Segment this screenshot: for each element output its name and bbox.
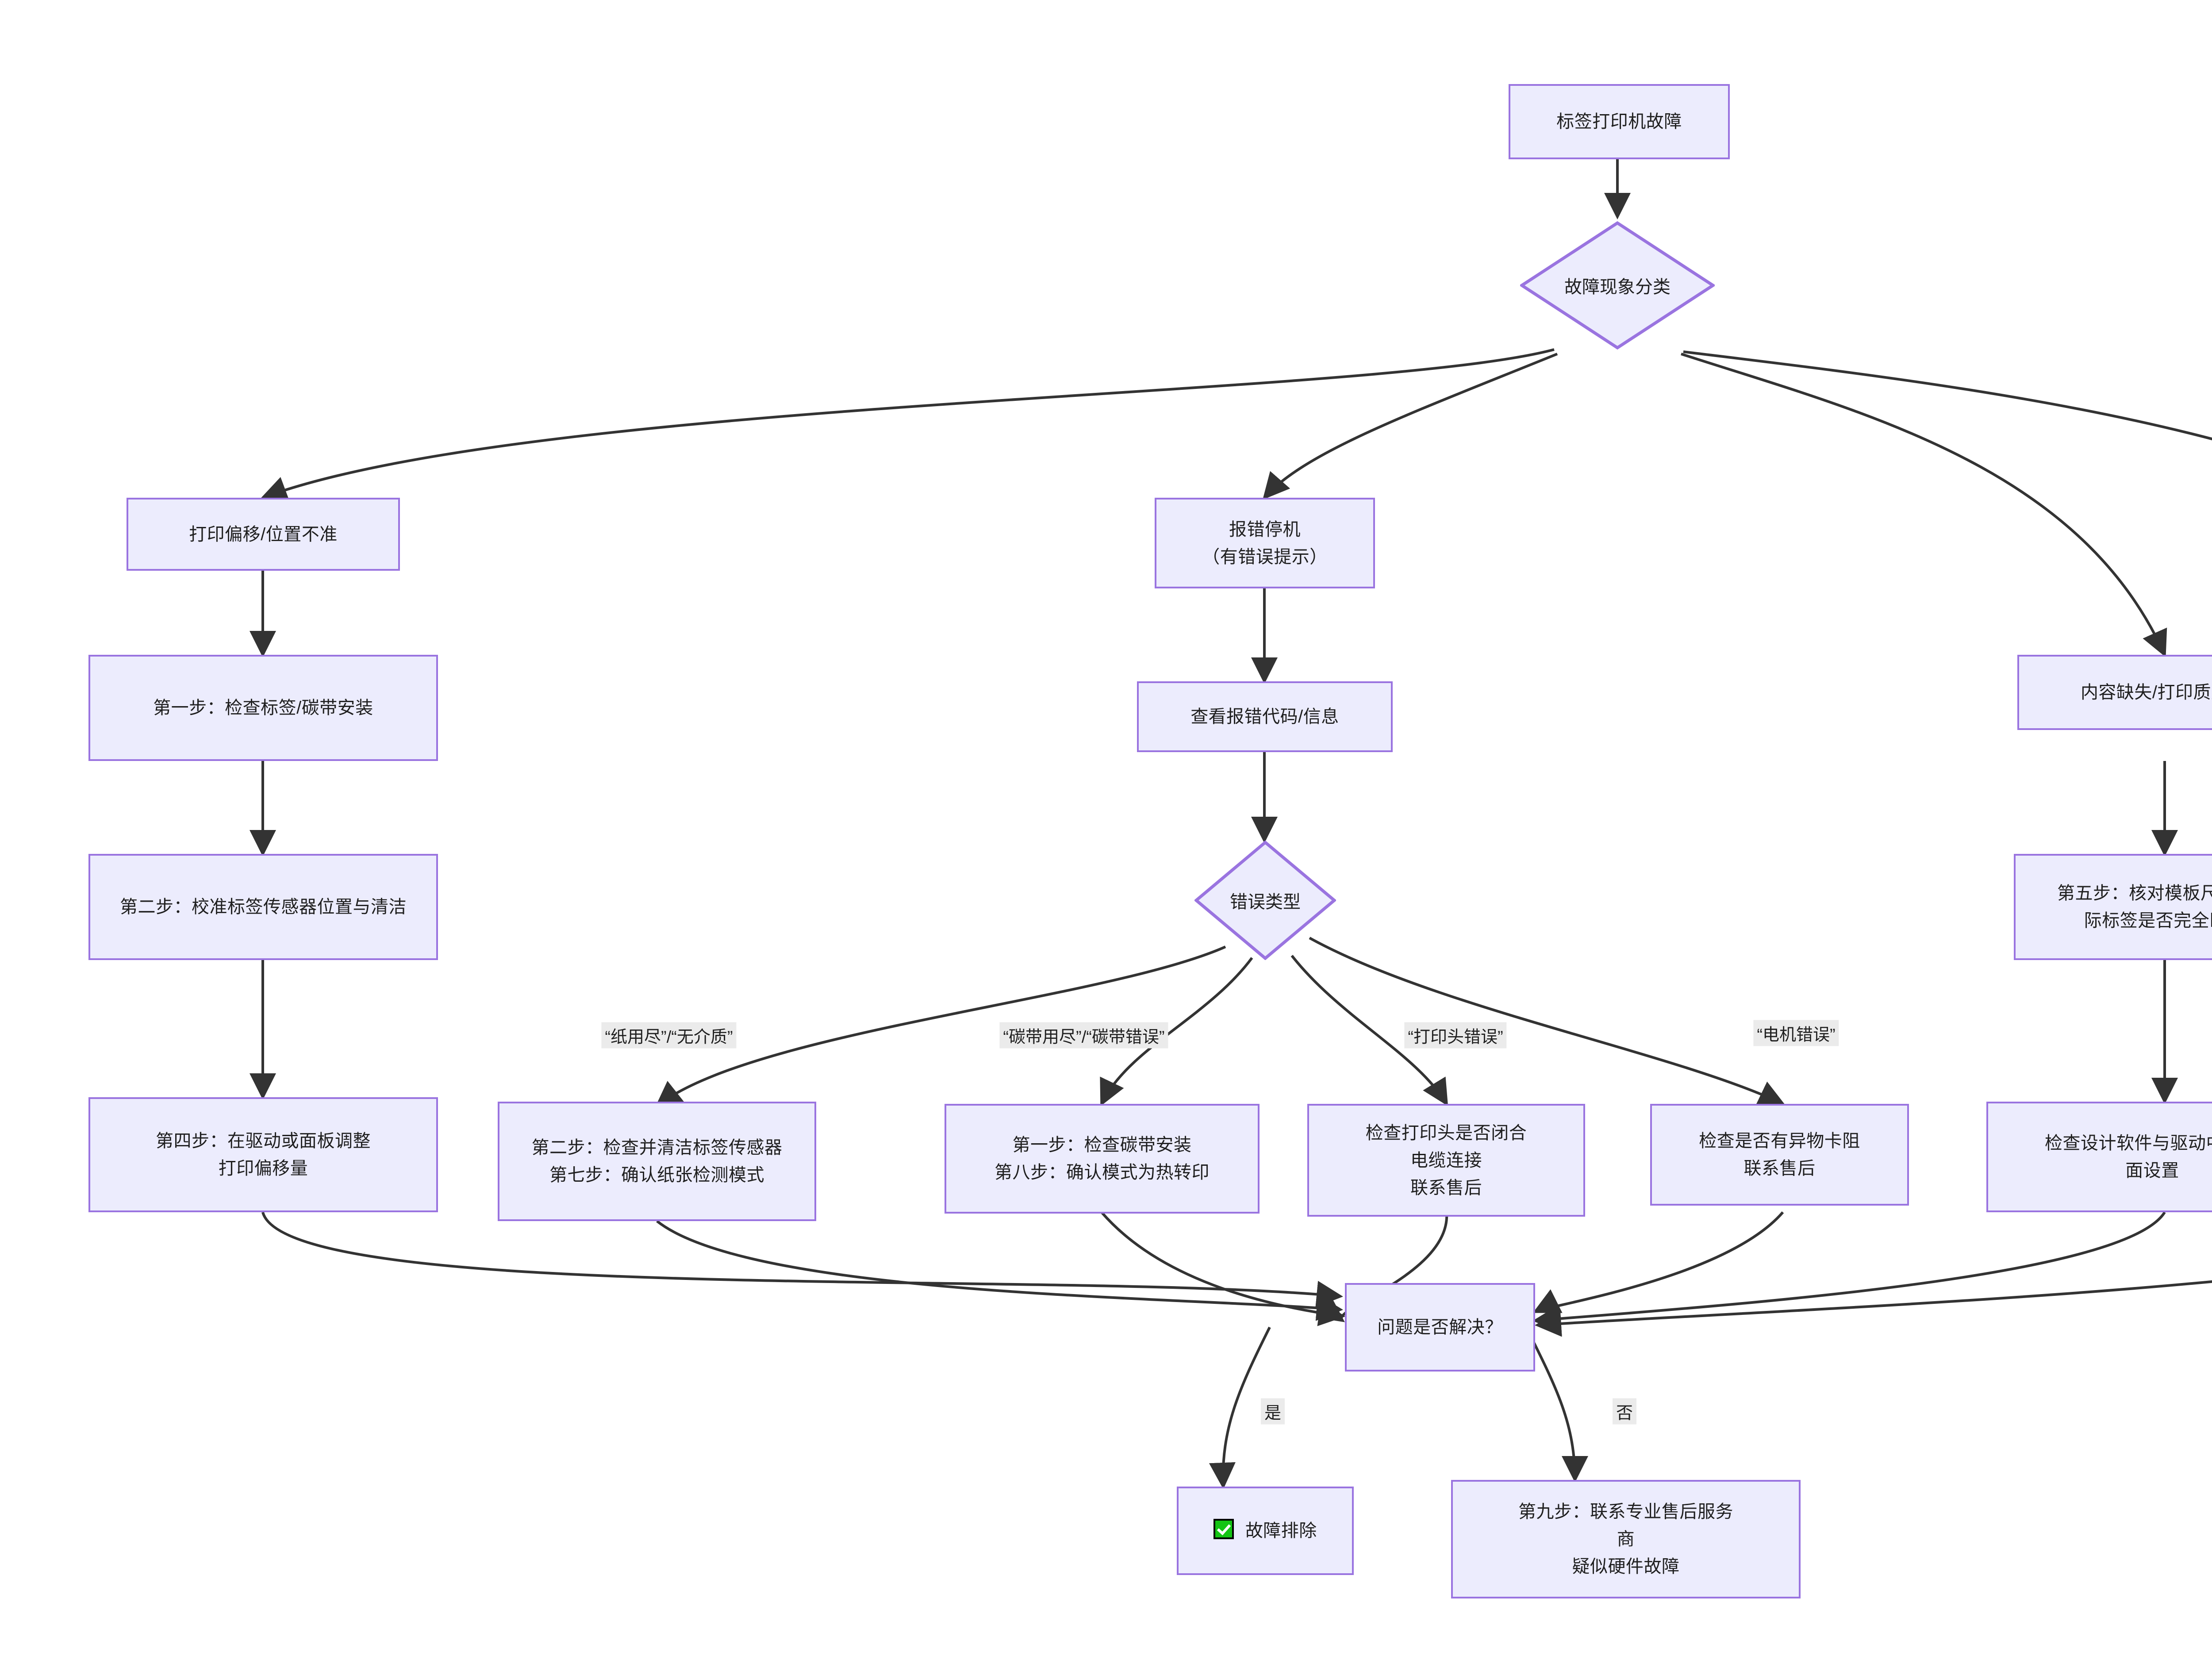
node-head-fix-line1: 检查打印头是否闭合 — [1365, 1123, 1527, 1143]
node-done[interactable]: 故障排除 — [1177, 1487, 1354, 1575]
node-error-type[interactable]: 错误类型 — [1194, 841, 1336, 960]
node-step5-right-line2: 际标签是否完全匹配 — [2084, 911, 2212, 930]
node-motor-fix-line2: 联系售后 — [1743, 1159, 1816, 1178]
node-step9-line1: 第九步：联系专业售后服务 — [1518, 1502, 1733, 1521]
node-branch-error-line2: （有错误提示） — [1202, 547, 1328, 567]
edge-label-printhead-err: “打印头错误” — [1404, 1022, 1507, 1049]
edge-label-yes: 是 — [1260, 1398, 1285, 1425]
node-classify[interactable]: 故障现象分类 — [1520, 221, 1715, 350]
node-head-fix-line2: 电缆连接 — [1410, 1150, 1482, 1170]
node-paper-fix-line2: 第七步：确认纸张检测模式 — [549, 1165, 764, 1185]
node-step9-line2: 商 — [1617, 1529, 1635, 1549]
node-step4-left[interactable]: 第四步：在驱动或面板调整 打印偏移量 — [88, 1097, 438, 1212]
node-ribbon-fix[interactable]: 第一步：检查碳带安装 第八步：确认模式为热转印 — [945, 1104, 1260, 1214]
node-branch-quality-label: 内容缺失/打印质量差 — [2080, 683, 2212, 702]
node-motor-fix-line1: 检查是否有异物卡阻 — [1699, 1131, 1860, 1151]
diamond-shape — [1194, 841, 1336, 960]
diamond-shape — [1520, 221, 1715, 350]
node-check-code-label: 查看报错代码/信息 — [1190, 707, 1339, 726]
node-paper-fix-line1: 第二步：检查并清洁标签传感器 — [531, 1138, 783, 1157]
node-branch-error-line1: 报错停机 — [1229, 519, 1301, 539]
node-page-setup[interactable]: 检查设计软件与驱动中的页 面设置 — [1986, 1102, 2212, 1212]
node-page-setup-line1: 检查设计软件与驱动中的页 — [2045, 1133, 2212, 1153]
node-step1-left[interactable]: 第一步：检查标签/碳带安装 — [88, 655, 438, 761]
node-step4-left-line1: 第四步：在驱动或面板调整 — [156, 1131, 371, 1151]
node-ribbon-fix-line1: 第一步：检查碳带安装 — [1012, 1135, 1192, 1155]
edge-label-ribbon-out: “碳带用尽”/“碳带错误” — [999, 1022, 1168, 1049]
node-resolved[interactable]: 问题是否解决？ — [1345, 1283, 1535, 1372]
edge-label-no: 否 — [1612, 1398, 1637, 1425]
node-motor-fix[interactable]: 检查是否有异物卡阻 联系售后 — [1650, 1104, 1909, 1206]
edge-label-paper-out: “纸用尽”/“无介质” — [601, 1022, 737, 1049]
node-step2-left[interactable]: 第二步：校准标签传感器位置与清洁 — [88, 854, 438, 960]
node-start[interactable]: 标签打印机故障 — [1509, 84, 1730, 159]
node-branch-offset-label: 打印偏移/位置不准 — [189, 524, 338, 544]
node-step1-left-label: 第一步：检查标签/碳带安装 — [153, 698, 373, 718]
node-page-setup-line2: 面设置 — [2125, 1161, 2179, 1180]
node-branch-offset[interactable]: 打印偏移/位置不准 — [127, 498, 400, 571]
node-done-label: 故障排除 — [1245, 1521, 1317, 1541]
node-step4-left-line2: 打印偏移量 — [218, 1159, 308, 1178]
node-done-label-wrap: 故障排除 — [1207, 1517, 1323, 1545]
node-branch-error[interactable]: 报错停机 （有错误提示） — [1155, 498, 1375, 588]
node-step9-line3: 疑似硬件故障 — [1572, 1557, 1680, 1576]
node-head-fix-line3: 联系售后 — [1410, 1178, 1482, 1198]
node-check-code[interactable]: 查看报错代码/信息 — [1137, 681, 1393, 752]
node-branch-quality[interactable]: 内容缺失/打印质量差 — [2017, 655, 2212, 730]
success-check-icon — [1214, 1519, 1234, 1539]
node-paper-fix[interactable]: 第二步：检查并清洁标签传感器 第七步：确认纸张检测模式 — [498, 1102, 816, 1221]
node-start-label: 标签打印机故障 — [1556, 112, 1682, 131]
node-step2-left-label: 第二步：校准标签传感器位置与清洁 — [120, 897, 407, 917]
node-step5-right-line1: 第五步：核对模板尺寸与实 — [2057, 884, 2212, 903]
node-ribbon-fix-line2: 第八步：确认模式为热转印 — [995, 1163, 1210, 1182]
node-head-fix[interactable]: 检查打印头是否闭合 电缆连接 联系售后 — [1307, 1104, 1585, 1217]
node-step9[interactable]: 第九步：联系专业售后服务 商 疑似硬件故障 — [1451, 1480, 1801, 1598]
node-step5-right[interactable]: 第五步：核对模板尺寸与实 际标签是否完全匹配 — [2014, 854, 2212, 960]
edge-label-motor-err: “电机错误” — [1753, 1020, 1839, 1046]
node-resolved-label: 问题是否解决？ — [1377, 1318, 1503, 1337]
